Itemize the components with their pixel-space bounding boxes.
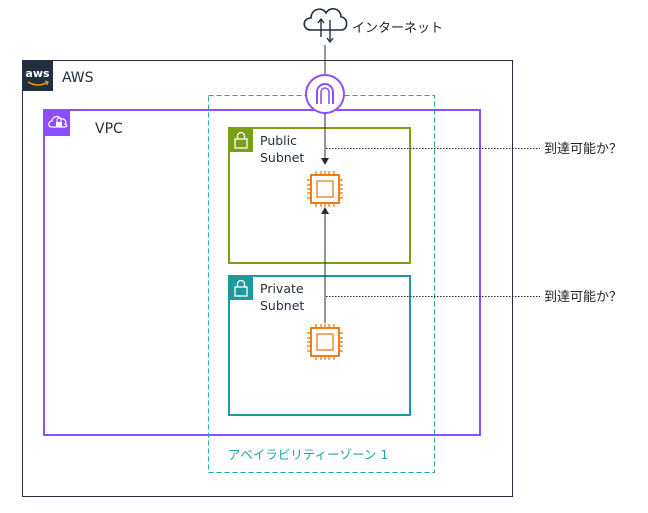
arrowhead-up <box>321 207 329 214</box>
aws-logo: aws <box>22 60 53 91</box>
vpc-cloud-lock-icon <box>44 110 70 136</box>
internet-gateway-icon <box>305 74 345 114</box>
availability-zone-label: アベイラビリティーゾーン 1 <box>228 447 388 462</box>
public-question-label: 到達可能か？ <box>544 142 622 157</box>
arrowhead-down <box>321 158 329 165</box>
public-subnet-label-line2: Subnet <box>260 150 304 165</box>
private-subnet-boundary <box>228 275 411 416</box>
cloud-upload-download-icon <box>303 8 348 44</box>
public-subnet-lock-icon <box>229 128 253 152</box>
private-ec2-chip-icon <box>307 324 343 360</box>
private-subnet-lock-icon <box>229 276 253 300</box>
private-question-label: 到達可能か？ <box>544 290 622 305</box>
private-subnet-label-line2: Subnet <box>260 298 304 313</box>
aws-cloud-boundary <box>22 60 513 497</box>
public-ec2-chip-icon <box>307 171 343 207</box>
aws-label: AWS <box>62 70 94 86</box>
private-subnet-label-line1: Private <box>260 281 304 296</box>
aws-logo-text: aws <box>25 67 50 80</box>
vpc-label: VPC <box>95 121 123 137</box>
vpc-boundary <box>43 109 481 436</box>
public-subnet-boundary <box>228 127 411 264</box>
public-subnet-label-line1: Public <box>260 133 297 148</box>
internet-label: インターネット <box>352 21 443 36</box>
